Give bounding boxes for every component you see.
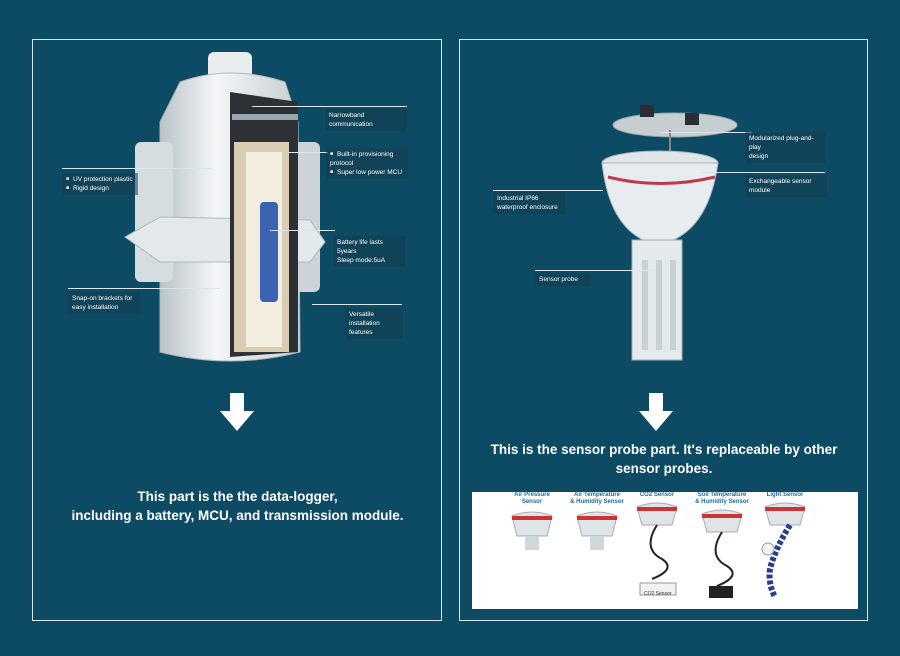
caption-line1: This part is the the data-logger, xyxy=(137,489,338,504)
data-logger-panel xyxy=(32,39,442,621)
probe-icon xyxy=(576,511,618,550)
probe-icon xyxy=(761,502,806,599)
sensor-probe-caption: This is the sensor probe part. It's repl… xyxy=(465,440,863,478)
battery-callout: Battery life lasts 5years Sleep mode:5uA xyxy=(333,236,405,267)
co2-box-label: CO2 Sensor xyxy=(644,591,672,597)
modular-line2: design xyxy=(749,153,769,160)
snap-line2: easy installation xyxy=(72,304,119,311)
modular-callout: Modularized plug-and-play design xyxy=(745,132,825,163)
ip66-line2: waterproof enclosure xyxy=(497,204,558,211)
ip66-line1: Industrial IP66 xyxy=(497,195,539,202)
probe-title: Air Pressure xyxy=(514,492,550,498)
sensor-probe-callout: Sensor probe xyxy=(535,273,591,286)
sensor-probe-options: Air Pressure Sensor Air Temperature & Hu… xyxy=(472,492,858,609)
probe-air-temperature: Air Temperature & Humidity Sensor xyxy=(562,492,632,561)
caption-line1: This is the sensor probe part. It's repl… xyxy=(490,442,838,457)
down-arrow-icon xyxy=(639,393,673,431)
narrowband-callout: Narrowband communication xyxy=(325,109,407,131)
probe-title: Soil Temperature xyxy=(697,492,747,498)
sensor-probe-illustration xyxy=(601,105,738,361)
probe-subtitle: & Humidity Sensor xyxy=(695,499,749,505)
snap-line1: Snap-on brackets for xyxy=(72,295,133,302)
data-logger-illustration xyxy=(124,52,326,362)
rigid-text: Rigid design xyxy=(66,184,134,193)
probe-icon xyxy=(701,509,743,598)
snap-on-callout: Snap-on brackets for easy installation xyxy=(68,292,140,314)
modular-line1: Modularized plug-and-play xyxy=(749,135,814,151)
ip66-callout: Industrial IP66 waterproof enclosure xyxy=(493,192,565,214)
probe-title: CO2 Sensor xyxy=(639,492,675,498)
battery-life-text: Battery life lasts 5years xyxy=(337,239,383,255)
caption-line2: including a battery, MCU, and transmissi… xyxy=(71,508,404,523)
sleep-mode-text: Sleep mode:5uA xyxy=(337,257,386,264)
data-logger-caption: This part is the the data-logger, includ… xyxy=(40,487,435,525)
probe-co2: CO2 Sensor xyxy=(622,492,692,604)
uv-text: UV protection plastic xyxy=(66,175,134,184)
probe-title: Light Sensor xyxy=(766,492,804,498)
versatile-callout: Versatile installation features xyxy=(345,308,403,339)
probe-light: Light Sensor xyxy=(750,492,820,604)
down-arrow-icon xyxy=(220,393,254,431)
mcu-text: Super low power MCU xyxy=(330,168,404,177)
versatile-line1: Versatile installation xyxy=(349,311,380,327)
probe-icon xyxy=(511,511,553,550)
caption-line2: sensor probes. xyxy=(615,461,713,476)
versatile-line2: features xyxy=(349,329,373,336)
sensor-probe-panel xyxy=(459,39,868,621)
probe-icon xyxy=(636,502,678,596)
probe-title: Air Temperature xyxy=(574,492,620,498)
probe-soil-temperature: Soil Temperature & Humidity Sensor xyxy=(687,492,757,611)
provisioning-text: Built-in provisioning protocol xyxy=(330,150,404,168)
probe-subtitle: Sensor xyxy=(521,499,543,505)
exchangeable-callout: Exchangeable sensor module xyxy=(745,175,827,197)
probe-subtitle: & Humidity Sensor xyxy=(570,499,624,505)
mcu-callout: Built-in provisioning protocol Super low… xyxy=(326,148,408,179)
uv-callout: UV protection plastic Rigid design xyxy=(62,173,138,195)
probe-air-pressure: Air Pressure Sensor xyxy=(497,492,567,561)
